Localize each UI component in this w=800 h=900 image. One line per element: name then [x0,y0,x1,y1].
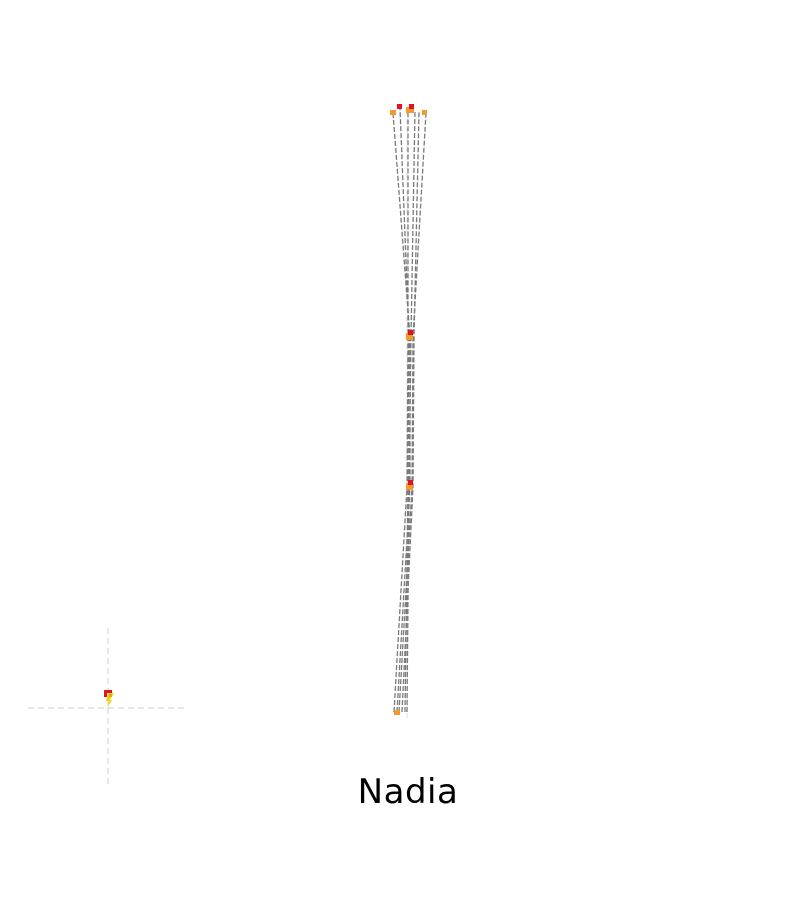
marker-low-1 [406,483,413,490]
marker-mid-1 [406,333,413,340]
marker-top-3 [406,107,414,113]
stroke-path-outer-right [398,112,427,713]
marker-mid-2 [408,330,413,335]
stroke-paths [392,107,427,713]
stroke-path-mid-left [393,112,409,713]
stroke-path-inner-left [399,107,410,713]
origin-glyph-icon [104,690,114,708]
guide-lines [28,110,408,788]
marker-bottom-1 [394,710,400,715]
marker-low-2 [408,480,413,485]
marker-top-5 [422,110,427,115]
markers [104,104,427,715]
marker-top-4 [409,104,414,109]
figure-caption: Nadia [357,772,459,812]
stroke-path-mid-right [401,111,420,713]
marker-top-2 [397,104,402,109]
stroke-path-outer-left [392,112,411,713]
marker-top-1 [390,110,396,115]
